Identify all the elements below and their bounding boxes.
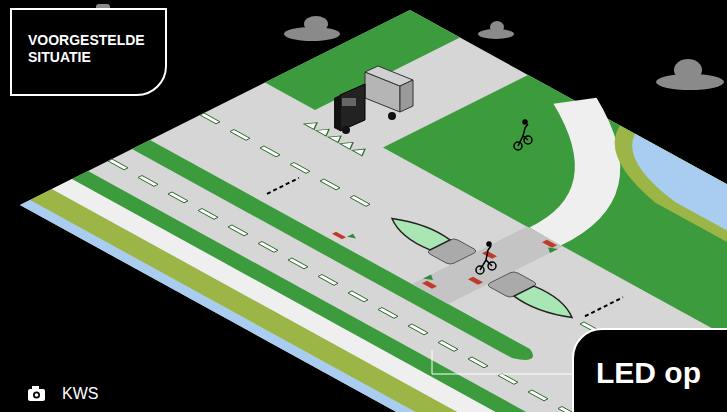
- truck: [334, 66, 413, 134]
- camera-icon: [28, 386, 45, 401]
- callout-box: LED op: [572, 328, 727, 412]
- title-box: VOORGESTELDE SITUATIE: [10, 8, 167, 96]
- callout-text: LED op: [596, 356, 718, 389]
- cyclists: [476, 120, 532, 274]
- led-leader-line: [432, 350, 572, 374]
- title-text: VOORGESTELDE SITUATIE: [28, 32, 147, 66]
- photo-credit: KWS: [62, 385, 98, 403]
